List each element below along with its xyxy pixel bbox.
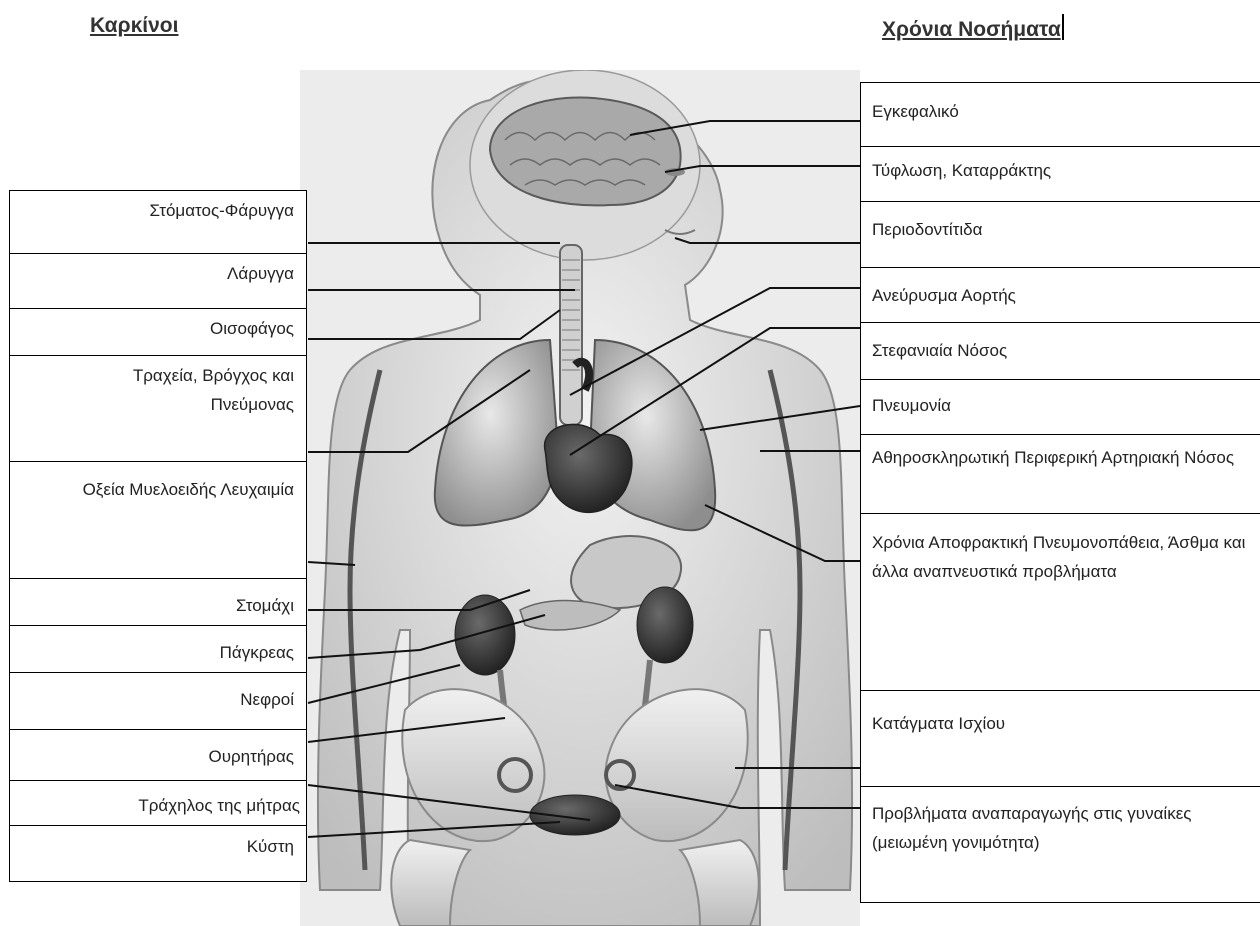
leader-line-blindness <box>665 166 860 172</box>
cancer-box-ureter: Ουρητήρας <box>9 729 307 781</box>
cancer-label: Κύστη <box>247 837 294 856</box>
leader-line-pneumonia <box>700 406 860 430</box>
disease-box-periodontitis: Περιοδοντίτιδα <box>860 201 1260 268</box>
cancer-box-mouth-pharynx: Στόματος-Φάρυγγα <box>9 190 307 254</box>
disease-label: Αθηροσκληρωτική Περιφερική Αρτηριακή Νόσ… <box>872 448 1234 467</box>
cancer-box-kidneys: Νεφροί <box>9 672 307 730</box>
cancer-label: Στόματος-Φάρυγγα <box>150 201 294 220</box>
cancer-label: Τράχηλος της μήτρας <box>138 796 300 815</box>
cancer-box-trachea-bronchus-lung: Τραχεία, Βρόγχος και Πνεύμονας <box>9 355 307 462</box>
leader-line-copd <box>705 505 860 561</box>
leader-line-stroke <box>630 121 860 135</box>
disease-label: Εγκεφαλικό <box>872 102 959 121</box>
cancer-box-leukemia: Οξεία Μυελοειδής Λευχαιμία <box>9 461 307 579</box>
disease-label: Στεφανιαία Νόσος <box>872 341 1007 360</box>
leader-line-coronary <box>570 328 860 455</box>
leader-line-bladder <box>308 822 560 837</box>
cancer-label: Οισοφάγος <box>210 319 294 338</box>
leader-line-ureter <box>308 718 505 742</box>
disease-box-copd: Χρόνια Αποφρακτική Πνευμονοπάθεια, Άσθμα… <box>860 513 1260 691</box>
disease-box-hip-fractures: Κατάγματα Ισχίου <box>860 690 1260 787</box>
disease-label: Τύφλωση, Καταρράκτης <box>872 161 1051 180</box>
leader-line-esophagus <box>308 310 560 339</box>
disease-label: Προβλήματα αναπαραγωγής στις γυναίκες (μ… <box>872 804 1191 852</box>
disease-label: Χρόνια Αποφρακτική Πνευμονοπάθεια, Άσθμα… <box>872 533 1245 581</box>
cancer-label: Νεφροί <box>240 690 294 709</box>
leader-line-leukemia <box>308 562 355 565</box>
disease-box-atherosclerotic: Αθηροσκληρωτική Περιφερική Αρτηριακή Νόσ… <box>860 434 1260 514</box>
disease-box-coronary: Στεφανιαία Νόσος <box>860 322 1260 380</box>
disease-box-reproductive: Προβλήματα αναπαραγωγής στις γυναίκες (μ… <box>860 786 1260 903</box>
disease-label: Πνευμονία <box>872 396 951 415</box>
cancer-box-esophagus: Οισοφάγος <box>9 308 307 356</box>
disease-box-aortic-aneurysm: Ανεύρυσμα Αορτής <box>860 267 1260 323</box>
leader-line-reproductive <box>615 785 860 808</box>
cancer-label: Τραχεία, Βρόγχος και Πνεύμονας <box>133 366 294 414</box>
cancer-label: Στομάχι <box>236 596 294 615</box>
cancer-box-stomach: Στομάχι <box>9 578 307 626</box>
cancer-label: Ουρητήρας <box>208 747 294 766</box>
cancer-box-larynx: Λάρυγγα <box>9 253 307 309</box>
cancer-box-bladder: Κύστη <box>9 825 307 882</box>
leader-line-periodontitis <box>675 238 860 243</box>
leader-line-stomach <box>308 590 530 610</box>
cancer-box-pancreas: Πάγκρεας <box>9 625 307 673</box>
disease-label: Κατάγματα Ισχίου <box>872 714 1005 733</box>
disease-box-stroke: Εγκεφαλικό <box>860 82 1260 147</box>
leader-line-aortic-aneurysm <box>570 288 860 395</box>
leader-line-pancreas <box>308 615 545 658</box>
leader-line-kidneys <box>308 665 460 703</box>
disease-label: Περιοδοντίτιδα <box>872 220 982 239</box>
leader-line-cervix <box>308 785 590 820</box>
cancer-label: Οξεία Μυελοειδής Λευχαιμία <box>83 480 294 499</box>
disease-label: Ανεύρυσμα Αορτής <box>872 286 1016 305</box>
cancer-box-cervix: Τράχηλος της μήτρας <box>9 780 307 826</box>
disease-box-pneumonia: Πνευμονία <box>860 379 1260 435</box>
disease-box-blindness: Τύφλωση, Καταρράκτης <box>860 146 1260 202</box>
leader-line-trachea-bronchus-lung <box>308 370 530 452</box>
cancer-label: Λάρυγγα <box>227 264 294 283</box>
cancer-label: Πάγκρεας <box>220 643 294 662</box>
